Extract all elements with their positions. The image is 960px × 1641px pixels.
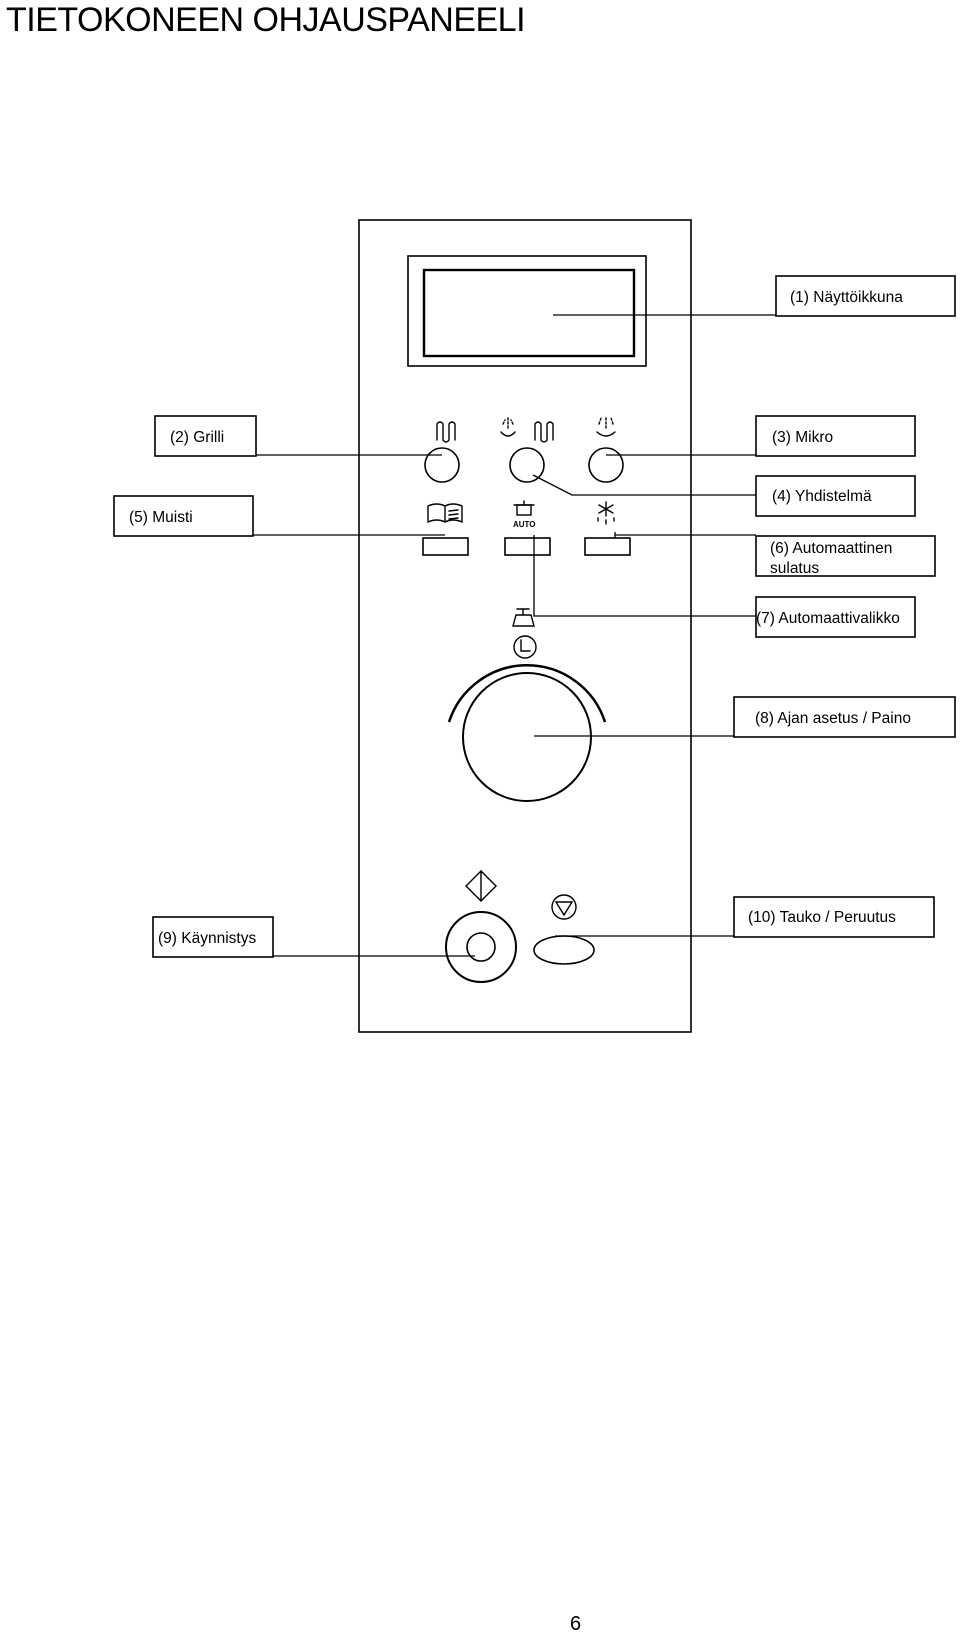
page-title: TIETOKONEEN OHJAUSPANEELI	[6, 1, 526, 39]
label-combination: (4) Yhdistelmä	[772, 488, 872, 505]
micro-icon	[596, 415, 616, 437]
auto-pot-icon	[513, 500, 535, 516]
start-button[interactable]	[466, 932, 496, 962]
label-pause-cancel: (10) Tauko / Peruutus	[748, 909, 896, 926]
display-outer-frame	[407, 255, 647, 367]
memory-book-icon	[427, 503, 463, 524]
start-diamond-icon	[465, 870, 497, 902]
label-box-grill	[154, 415, 257, 457]
clock-icon	[513, 635, 537, 659]
label-box-auto-menu	[755, 596, 916, 638]
label-box-combination	[755, 475, 916, 517]
memory-key[interactable]	[422, 537, 469, 556]
label-start: (9) Käynnistys	[158, 930, 256, 947]
micro-button[interactable]	[588, 447, 624, 483]
label-box-memory	[113, 495, 254, 537]
auto-key-text: AUTO	[513, 520, 536, 529]
label-memory: (5) Muisti	[129, 509, 193, 526]
combination-button[interactable]	[509, 447, 545, 483]
page-number: 6	[570, 1613, 582, 1635]
pause-cancel-button[interactable]	[533, 935, 595, 965]
label-box-pause-cancel	[733, 896, 935, 938]
stop-triangle-icon	[551, 894, 577, 920]
auto-menu-key[interactable]	[504, 537, 551, 556]
grill-button[interactable]	[424, 447, 460, 483]
label-time-weight: (8) Ajan asetus / Paino	[755, 710, 911, 727]
label-grill: (2) Grilli	[170, 429, 224, 446]
weight-scale-icon	[512, 608, 535, 627]
label-auto-menu: (7) Automaattivalikko	[756, 610, 900, 627]
label-display: (1) Näyttöikkuna	[790, 289, 903, 306]
start-button-ring	[445, 911, 517, 983]
grill-icon	[436, 421, 456, 443]
label-box-time-weight	[733, 696, 956, 738]
panel-outline	[358, 219, 692, 1033]
display-window	[422, 268, 636, 358]
defrost-snowflake-icon	[597, 501, 615, 525]
label-micro: (3) Mikro	[772, 429, 833, 446]
label-box-micro	[755, 415, 916, 457]
callout-line-auto-menu	[533, 535, 756, 617]
label-auto-defrost-line2: sulatus	[770, 560, 819, 577]
label-box-auto-defrost	[755, 535, 936, 577]
label-box-display	[775, 275, 956, 317]
label-box-start	[152, 916, 274, 958]
combination-icon	[500, 417, 554, 443]
callout-line-combination	[532, 474, 756, 496]
callout-line-auto-defrost	[614, 532, 756, 538]
dial-arc	[447, 664, 607, 723]
auto-defrost-key[interactable]	[584, 537, 631, 556]
label-auto-defrost-line1: (6) Automaattinen	[770, 540, 892, 557]
time-weight-dial[interactable]	[462, 672, 592, 802]
